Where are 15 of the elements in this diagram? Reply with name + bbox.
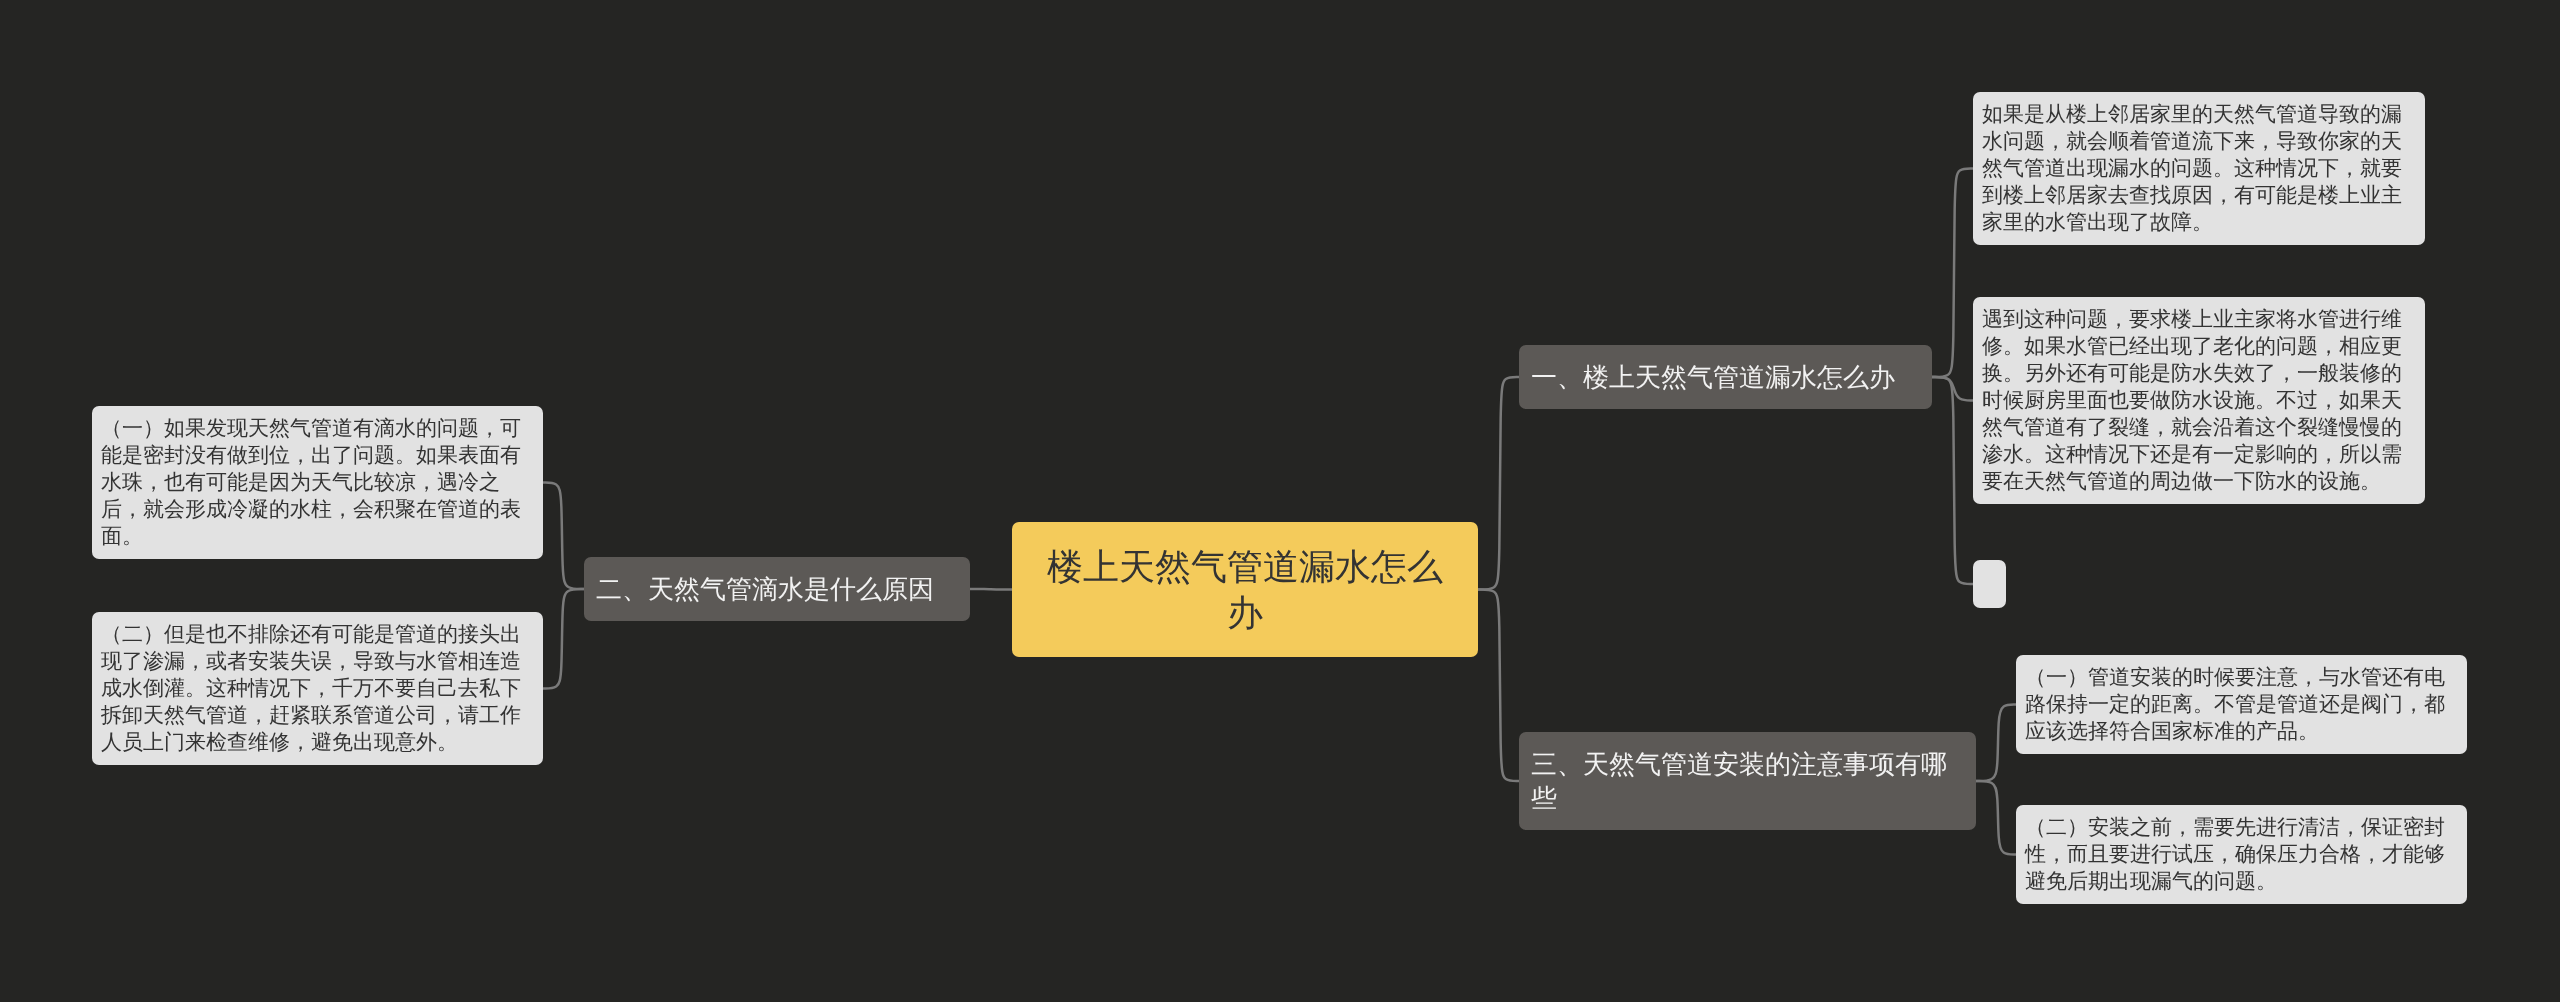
connector-line — [1976, 779, 2016, 856]
note-card: 遇到这种问题，要求楼上业主家将水管进行维修。如果水管已经出现了老化的问题，相应更换。另外还有可能是防水失效了，一般装修的时候厨房里面也要做防水设施。不过，如果天然气管道有了裂缝，就会沿着这个裂缝慢慢的渗水。这种情况下还是有一定影响的，所以需要在天然气管道的周边做一下防水的设施。 — [1973, 297, 2425, 504]
branch-topic-box: 二、天然气管滴水是什么原因 — [584, 557, 970, 621]
note-card: （二）但是也不排除还有可能是管道的接头出现了渗漏，或者安装失误，导致与水管相连造成水倒灌。这种情况下，千万不要自己去私下拆卸天然气管道，赶紧联系管道公司，请工作人员上门来检查维修，避免出现意外。 — [92, 612, 543, 765]
connector-line — [970, 587, 1012, 591]
connector-line — [1932, 375, 1973, 586]
connector-line — [1478, 588, 1519, 783]
empty-note-box — [1973, 560, 2006, 608]
note-card: （一）如果发现天然气管道有滴水的问题，可能是密封没有做到位，出了问题。如果表面有水珠，也有可能是因为天气比较凉，遇冷之后，就会形成冷凝的水柱，会积聚在管道的表面。 — [92, 406, 543, 559]
branch-topic-box: 一、楼上天然气管道漏水怎么办 — [1519, 345, 1932, 409]
central-topic-box: 楼上天然气管道漏水怎么办 — [1012, 522, 1478, 657]
note-card: 如果是从楼上邻居家里的天然气管道导致的漏水问题，就会顺着管道流下来，导致你家的天然气管道出现漏水的问题。这种情况下，就要到楼上邻居家去查找原因，有可能是楼上业主家里的水管出现了故障。 — [1973, 92, 2425, 245]
note-card: （二）安装之前，需要先进行清洁，保证密封性，而且要进行试压，确保压力合格，才能够避免后期出现漏气的问题。 — [2016, 805, 2467, 904]
branch-topic-box: 三、天然气管道安装的注意事项有哪些 — [1519, 732, 1976, 830]
note-card: （一）管道安装的时候要注意，与水管还有电路保持一定的距离。不管是管道还是阀门，都应该选择符合国家标准的产品。 — [2016, 655, 2467, 754]
